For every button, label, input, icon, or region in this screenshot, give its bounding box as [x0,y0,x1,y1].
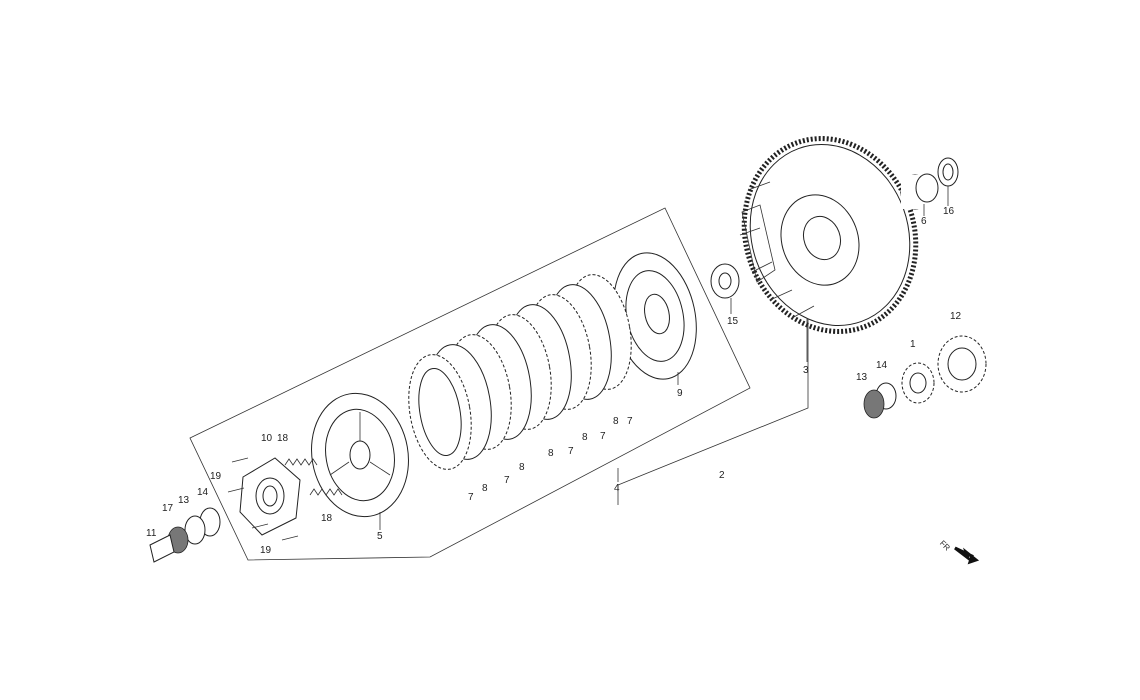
callout-19: 19 [260,545,272,556]
callout-3: 3 [803,365,809,376]
callout-14: 14 [197,487,209,498]
callout-2: 2 [719,470,725,481]
callout-7: 7 [568,446,574,457]
callout-7: 7 [627,416,633,427]
callout-8: 8 [482,483,488,494]
callout-4: 4 [614,483,620,494]
direction-indicator: FR [938,539,980,565]
clutch-disc-stack [408,274,632,470]
callout-8: 8 [613,416,619,427]
callout-7: 7 [600,431,606,442]
leader-lines [379,186,949,530]
callout-11: 11 [146,528,157,539]
lifter-plate [239,457,301,536]
group-4-boundary [189,207,751,561]
clutch-outer-housing [739,136,919,334]
callout-18: 18 [277,433,289,444]
callout-6: 6 [921,216,927,227]
callout-8: 8 [519,462,525,473]
callout-8: 8 [582,432,588,443]
callout-14: 14 [876,360,888,371]
callout-19: 19 [210,471,222,482]
callout-7: 7 [504,475,510,486]
callout-16: 16 [943,206,955,217]
callout-7: 7 [468,492,474,503]
primary-drive-gears [863,335,987,419]
group-2-bracket [617,310,809,505]
callouts: 1 2 3 4 5 6 7 7 7 7 7 8 8 8 8 8 9 10 11 … [146,206,962,556]
clutch-center [311,392,409,518]
callout-1: 1 [910,339,916,350]
callout-12: 12 [950,311,962,322]
lock-washer [710,263,740,299]
callout-17: 17 [162,503,174,514]
bolts [227,457,299,541]
callout-8: 8 [548,448,554,459]
thrust-washer [937,157,959,187]
arrow-down-right-icon [954,546,980,565]
left-shaft-assembly [149,507,221,563]
clutch-springs [284,458,343,496]
callout-10: 10 [261,433,273,444]
callout-15: 15 [727,316,739,327]
callout-13: 13 [178,495,190,506]
callout-9: 9 [677,388,683,399]
callout-13: 13 [856,372,868,383]
pressure-plate [613,252,697,380]
direction-label: FR [938,539,952,553]
bushing [900,173,939,210]
callout-18: 18 [321,513,333,524]
callout-5: 5 [377,531,383,542]
